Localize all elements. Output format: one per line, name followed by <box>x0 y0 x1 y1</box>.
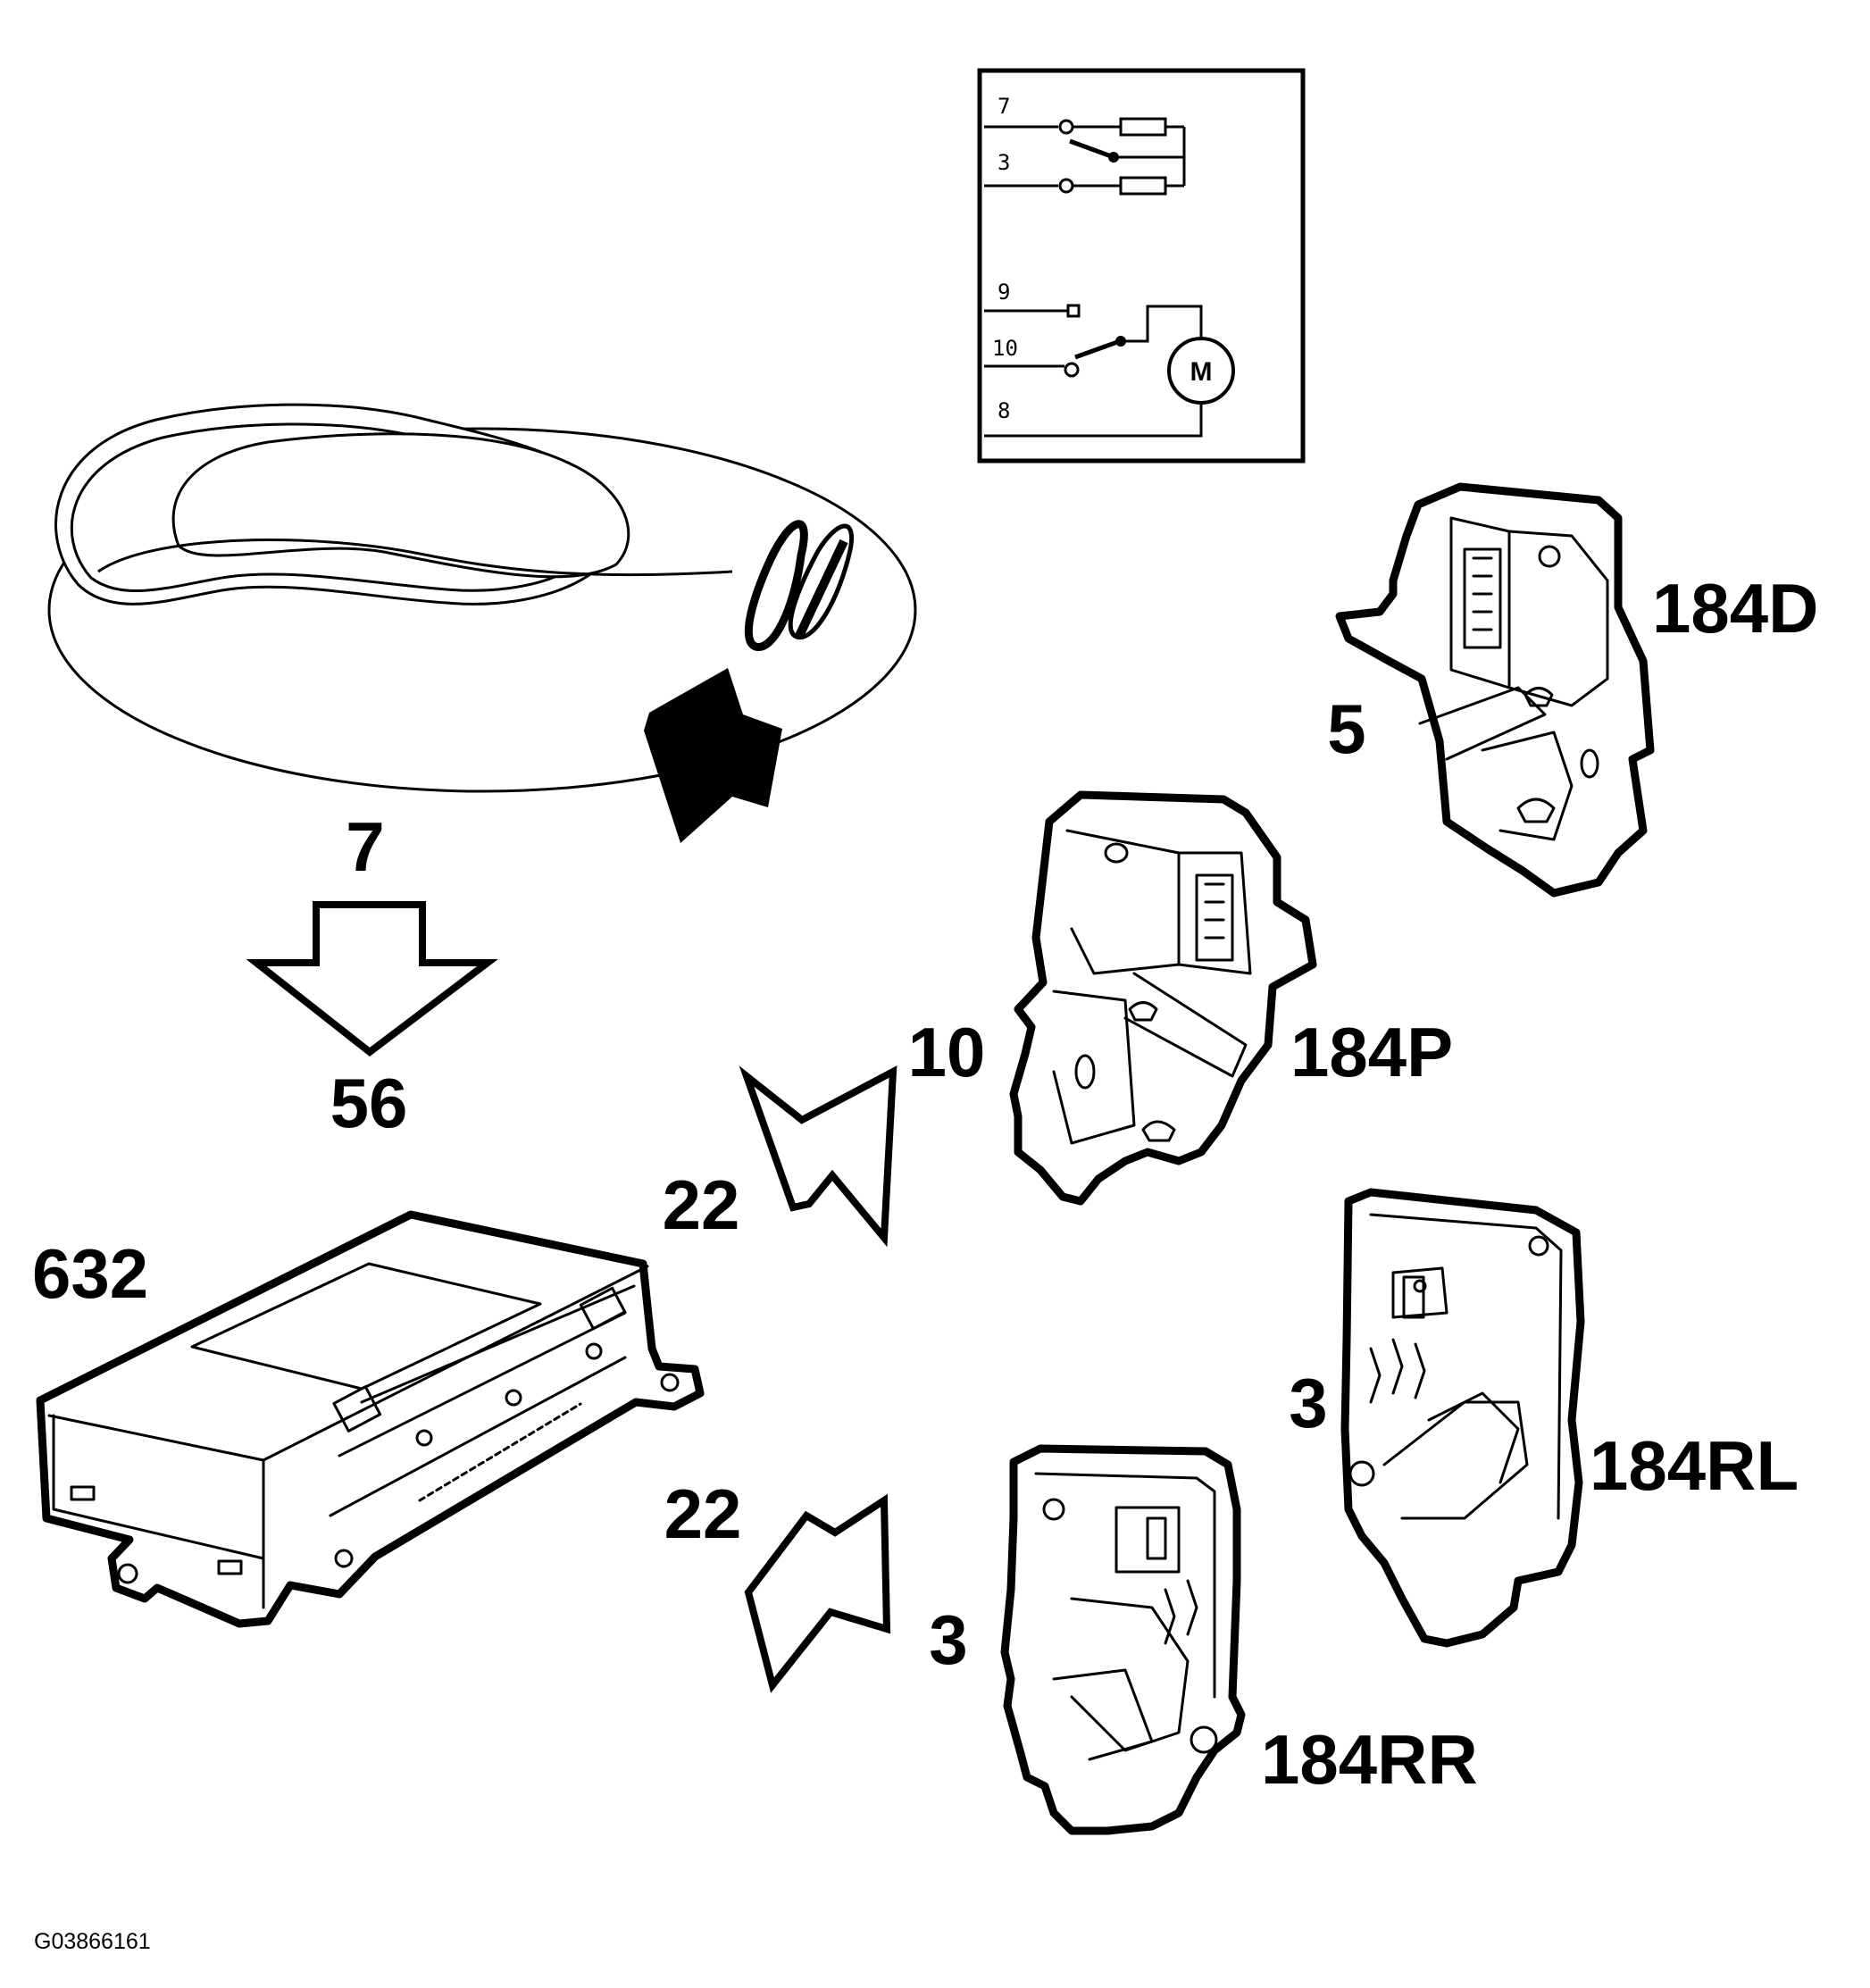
connection-count-lower: 22 <box>664 1474 742 1553</box>
wire-count-bottom: 56 <box>330 1064 408 1142</box>
actuator-184RL-label: 184RL <box>1590 1426 1799 1505</box>
actuator-184P-label: 184P <box>1290 1013 1453 1091</box>
lock-pointer-arrow <box>644 668 782 843</box>
schematic-pin-label: 10 <box>992 336 1018 361</box>
actuator-184RR-label: 184RR <box>1261 1720 1478 1799</box>
lock-actuator-184RR <box>1000 1444 1246 1835</box>
actuator-184P-pin-count: 10 <box>908 1013 986 1091</box>
wire-count-top: 7 <box>346 807 384 886</box>
actuator-184RL-pin-count: 3 <box>1289 1364 1327 1442</box>
actuator-184D-label: 184D <box>1652 569 1818 647</box>
control-module-632 <box>36 1210 705 1628</box>
connection-count-upper: 22 <box>663 1165 740 1244</box>
actuator-184RR-pin-count: 3 <box>929 1600 967 1679</box>
lock-actuator-184P <box>1009 790 1317 1206</box>
lock-actuator-184RL <box>1340 1188 1585 1648</box>
motor-symbol: M <box>1190 357 1213 387</box>
lock-actuator-184D <box>1335 482 1655 898</box>
actuator-184D-pin-count: 5 <box>1327 689 1365 768</box>
figure-id: G03866161 <box>34 1929 151 1954</box>
connection-arrow-front <box>739 1065 897 1248</box>
schematic-pin-label: 3 <box>998 150 1010 175</box>
schematic-pin-label: 9 <box>998 280 1010 305</box>
schematic-pin-label: 8 <box>998 398 1010 423</box>
wire-count-arrow <box>246 901 498 1057</box>
door-handle-illustration <box>47 403 917 843</box>
module-number: 632 <box>32 1234 148 1313</box>
schematic-pin-label: 7 <box>998 94 1010 119</box>
connection-arrow-rear <box>744 1493 891 1693</box>
lock-schematic: M 7 3 9 10 8 <box>977 68 1306 464</box>
